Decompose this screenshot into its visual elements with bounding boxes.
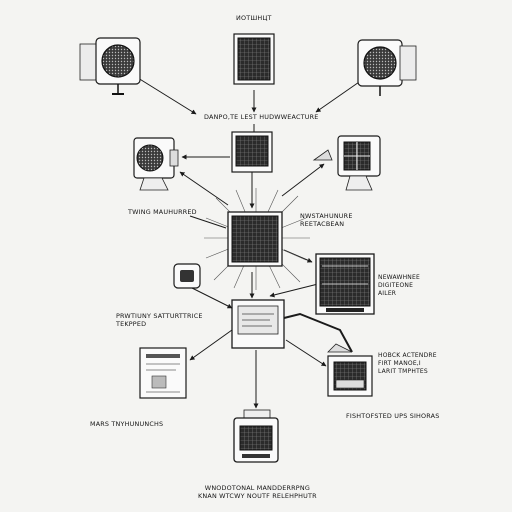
label-left-lower: PRWTIUNY SATTURTTRICE TEKPPED: [116, 312, 203, 328]
speaker-left-mid: [133, 137, 179, 191]
edge-smallbox-to-center: [191, 287, 233, 309]
center-unit: [231, 299, 285, 349]
label-monitor-right: NEWAWHNEE DIGITEONE AILER: [378, 274, 420, 297]
speaker-right-mid: [312, 135, 381, 191]
edge-hub-to-rightspeaker: [281, 163, 325, 197]
speaker-right-top: [357, 39, 417, 96]
label-bottom-right: FISHTOFSTED UPS SIHORAS: [346, 412, 440, 420]
bottom-device: [233, 409, 279, 463]
edge-hub-to-leftspeaker: [179, 171, 229, 206]
speaker-icon: [101, 44, 135, 78]
label-right-mid: NWSTAHUNURE REETACBEAN: [300, 212, 353, 228]
edge-monitor-to-center: [269, 283, 319, 298]
speaker-icon: [136, 144, 164, 172]
monitor-right: [315, 253, 375, 315]
label-bottom-left: MARS TNYHUNUNCHS: [90, 420, 164, 428]
speaker-icon: [363, 46, 397, 80]
edge-center-to-leftdoc: [189, 329, 233, 361]
speaker-left-top: [79, 37, 141, 95]
edge-left-speaker-to-caption: [137, 77, 197, 115]
edge-hub-to-monitor: [283, 249, 313, 263]
grid-panel-mid: [231, 131, 273, 173]
document-left: [139, 347, 187, 399]
grid-panel-icon: [237, 37, 271, 81]
monitor-lower-right: [327, 343, 373, 397]
label-top-device-caption: DANPO,TE LEST HUDWWEACTURE: [204, 113, 319, 121]
label-top-title: ИОТШНЦТ: [236, 14, 272, 22]
grid-panel-top: [233, 33, 275, 85]
starburst-hub: [204, 188, 310, 290]
label-bottom-caption: WNODOTONAL MANDDERRPNG KNAN WTCWY NOUTF …: [198, 484, 317, 500]
label-right-lower: HOBCK ACTENDRE FIRT MANOE,I LARIT TMPHTE…: [378, 352, 437, 375]
edge-tube: [283, 312, 353, 353]
connectors: [137, 77, 363, 409]
edge-leftlabel-to-hub: [189, 215, 227, 229]
edge-right-speaker-to-caption: [315, 79, 363, 113]
edge-center-to-rightbox: [285, 339, 327, 367]
label-left-mid: TWING MAUHURRED: [128, 208, 197, 216]
small-device-left: [173, 263, 201, 289]
